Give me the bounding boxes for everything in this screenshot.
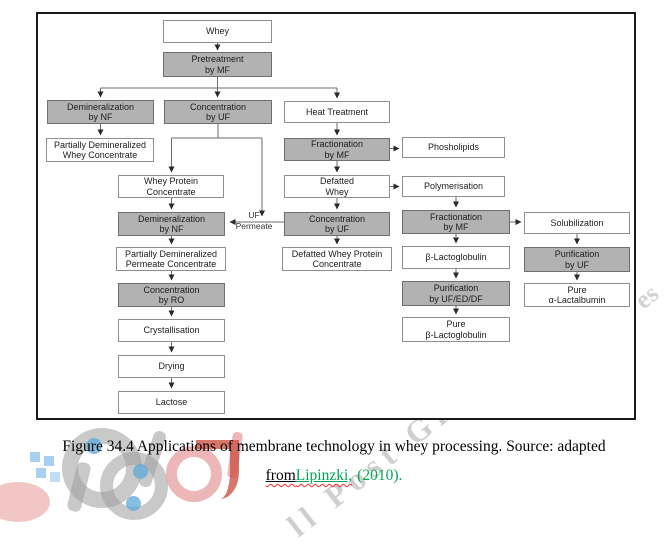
node-label: Crystallisation	[143, 325, 200, 336]
node-label: β-Lactoglobulin	[425, 252, 487, 263]
node-pure-alpha-lactalbumin: Pure α-Lactalbumin	[524, 283, 630, 307]
uf-permeate-label: UF Permeate	[235, 210, 273, 231]
node-pure-beta-lactoglobulin: Pure β-Lactoglobulin	[402, 317, 510, 342]
caption-source-line: fromLipinzki, (2010).	[0, 467, 668, 485]
node-label: Concentration by UF	[189, 101, 247, 123]
node-label: Lactose	[155, 397, 188, 408]
node-fractionation-mf-2: Fractionation by MF	[402, 210, 510, 234]
watermark-dot	[126, 496, 141, 511]
node-label: Whey Protein Concentrate	[143, 176, 199, 197]
node-purification-uf-ed-df: Purification by UF/ED/DF	[402, 281, 510, 306]
node-concentration-uf-2: Concentration by UF	[284, 212, 390, 236]
node-beta-lactoglobulin: β-Lactoglobulin	[402, 246, 510, 269]
figure-caption: Figure 34.4 Applications of membrane tec…	[0, 438, 668, 485]
node-demineralization-nf-2: Demineralization by NF	[118, 212, 225, 236]
node-label: Drying	[158, 361, 185, 372]
node-solubilization: Solubilization	[524, 212, 630, 234]
node-whey: Whey	[163, 20, 272, 43]
node-label: Demineralization by NF	[137, 213, 206, 235]
watermark-shape	[30, 452, 40, 462]
node-demineralization-nf-1: Demineralization by NF	[47, 100, 154, 124]
node-label: Purification by UF/ED/DF	[429, 283, 483, 304]
node-label: Phosholipids	[427, 142, 480, 153]
node-label: Pretreatment by MF	[191, 54, 244, 75]
node-label: Whey	[205, 26, 229, 37]
node-partially-demineralized-permeate-concentrate: Partially Demineralized Permeate Concent…	[116, 247, 226, 271]
node-concentration-ro: Concentration by RO	[118, 283, 225, 307]
node-label: Partially Demineralized Whey Concentrate	[53, 139, 147, 161]
caption-year: (2010).	[357, 467, 403, 484]
node-label: Partially Demineralized Permeate Concent…	[124, 248, 218, 270]
node-partially-demineralized-whey-concentrate: Partially Demineralized Whey Concentrate	[46, 138, 154, 162]
node-label: Defatted Whey	[319, 176, 355, 197]
node-polymerisation: Polymerisation	[402, 176, 505, 197]
node-label: Demineralization by NF	[66, 101, 135, 123]
node-label: Pure β-Lactoglobulin	[425, 319, 487, 340]
node-concentration-uf-1: Concentration by UF	[164, 100, 272, 124]
caption-from-text: from	[265, 467, 296, 484]
watermark-shape	[0, 482, 50, 522]
node-heat-treatment: Heat Treatment	[284, 101, 390, 123]
node-label: Concentration by RO	[143, 284, 200, 306]
caption-from-word: from	[266, 467, 296, 484]
node-whey-protein-concentrate: Whey Protein Concentrate	[118, 175, 224, 198]
node-crystallisation: Crystallisation	[118, 319, 225, 342]
node-label: Fractionation by MF	[429, 211, 483, 233]
node-label: Defatted Whey Protein Concentrate	[291, 248, 383, 270]
node-fractionation-mf-1: Fractionation by MF	[284, 138, 390, 161]
watermark-shape	[196, 440, 239, 499]
node-phospholipids: Phosholipids	[402, 137, 505, 158]
node-label: Solubilization	[550, 217, 604, 228]
node-lactose: Lactose	[118, 391, 225, 414]
node-purification-uf: Purification by UF	[524, 247, 630, 272]
node-defatted-whey: Defatted Whey	[284, 175, 390, 198]
watermark-dot	[133, 464, 148, 479]
node-label: Pure α-Lactalbumin	[548, 284, 606, 306]
node-label: Heat Treatment	[305, 106, 369, 117]
node-label: Polymerisation	[423, 181, 484, 192]
watermark-dot	[86, 438, 102, 454]
caption-text: Figure 34.4 Applications of membrane tec…	[62, 438, 606, 455]
node-pretreatment-mf: Pretreatment by MF	[163, 52, 272, 77]
node-drying: Drying	[118, 355, 225, 378]
node-label: Fractionation by MF	[310, 139, 364, 160]
caption-citation-text: Lipinzki,	[295, 467, 353, 484]
node-label: Concentration by UF	[308, 213, 366, 235]
caption-citation-link[interactable]: Lipinzki,	[296, 467, 352, 484]
node-defatted-whey-protein-concentrate: Defatted Whey Protein Concentrate	[282, 247, 392, 271]
node-label: Purification by UF	[554, 249, 600, 270]
